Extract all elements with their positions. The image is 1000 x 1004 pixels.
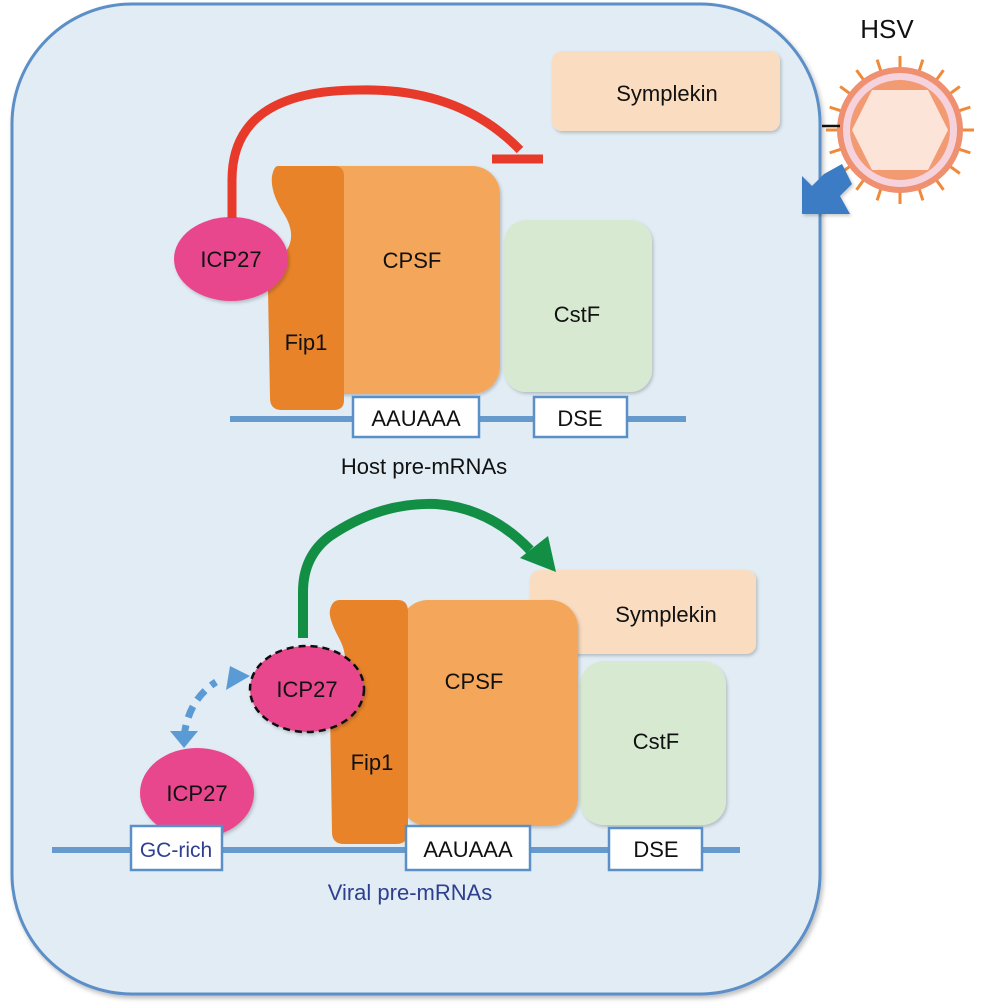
viral-cstf-label: CstF [633,729,679,754]
host-icp27-label: ICP27 [200,247,261,272]
virus-spike [958,105,971,113]
host-symplekin-label: Symplekin [616,81,717,106]
virus-spikes [826,56,974,204]
inhibition-arrow-icon [227,85,543,218]
virus-spike [958,147,971,155]
virus-spike [855,69,865,81]
recruitment-arrow-icon [298,498,556,638]
virus-spike [935,179,945,191]
viral-cpsf-label: CPSF [445,669,504,694]
viral-gc-box: GC-rich [129,824,224,872]
virus-spike [839,85,851,95]
virus-spike [935,69,945,81]
virus-spike [829,147,842,155]
virus-spike [855,179,865,191]
host-pas-label: AAUAAA [371,406,461,431]
viral-pas-label: AAUAAA [423,837,513,862]
entry-arrow-icon [802,164,852,214]
host-cstf-label: CstF [554,302,600,327]
viral-pas-box: AAUAAA [404,824,532,872]
viral-panel: Symplekin CstF CPSF Fip1 ICP27 ICP27 [52,498,756,905]
viral-icp27-rna: ICP27 [140,748,254,838]
viral-caption: Viral pre-mRNAs [328,880,493,905]
host-panel: Symplekin CstF CPSF Fip1 ICP27 [174,51,780,479]
hsv-label: HSV [860,14,914,44]
viral-fip1-label: Fip1 [351,750,394,775]
host-cstf: CstF [504,220,652,392]
viral-dse-label: DSE [633,837,678,862]
host-icp27: ICP27 [174,217,288,301]
viral-icp27-bound: ICP27 [248,644,366,734]
viral-icp27-bound-label: ICP27 [276,677,337,702]
host-pas-box: AAUAAA [351,395,481,439]
viral-gc-label: GC-rich [140,839,212,862]
virus-capsid [852,90,948,170]
virus-spike [829,105,842,113]
virus-spike [875,188,883,201]
host-dse-box: DSE [532,395,629,439]
viral-dse-box: DSE [607,826,704,872]
host-symplekin: Symplekin [552,51,780,131]
virus-spike [917,59,925,72]
virus-spike [917,188,925,201]
host-fip1: Fip1 [268,166,344,410]
hsv-virus: HSV [822,14,974,204]
virus-spike [949,165,961,175]
viral-icp27-rna-label: ICP27 [166,781,227,806]
viral-symplekin-label: Symplekin [615,602,716,627]
host-cpsf-label: CPSF [383,248,442,273]
viral-symplekin: Symplekin [530,570,756,654]
shuttle-arrow-icon [170,666,250,748]
host-caption: Host pre-mRNAs [341,454,507,479]
virus-spike [875,59,883,72]
host-fip1-label: Fip1 [285,330,328,355]
host-cpsf: CPSF [300,166,500,394]
viral-cstf: CstF [580,661,726,825]
host-dse-label: DSE [557,406,602,431]
virus-spike [949,85,961,95]
viral-cpsf: CPSF [400,600,578,826]
